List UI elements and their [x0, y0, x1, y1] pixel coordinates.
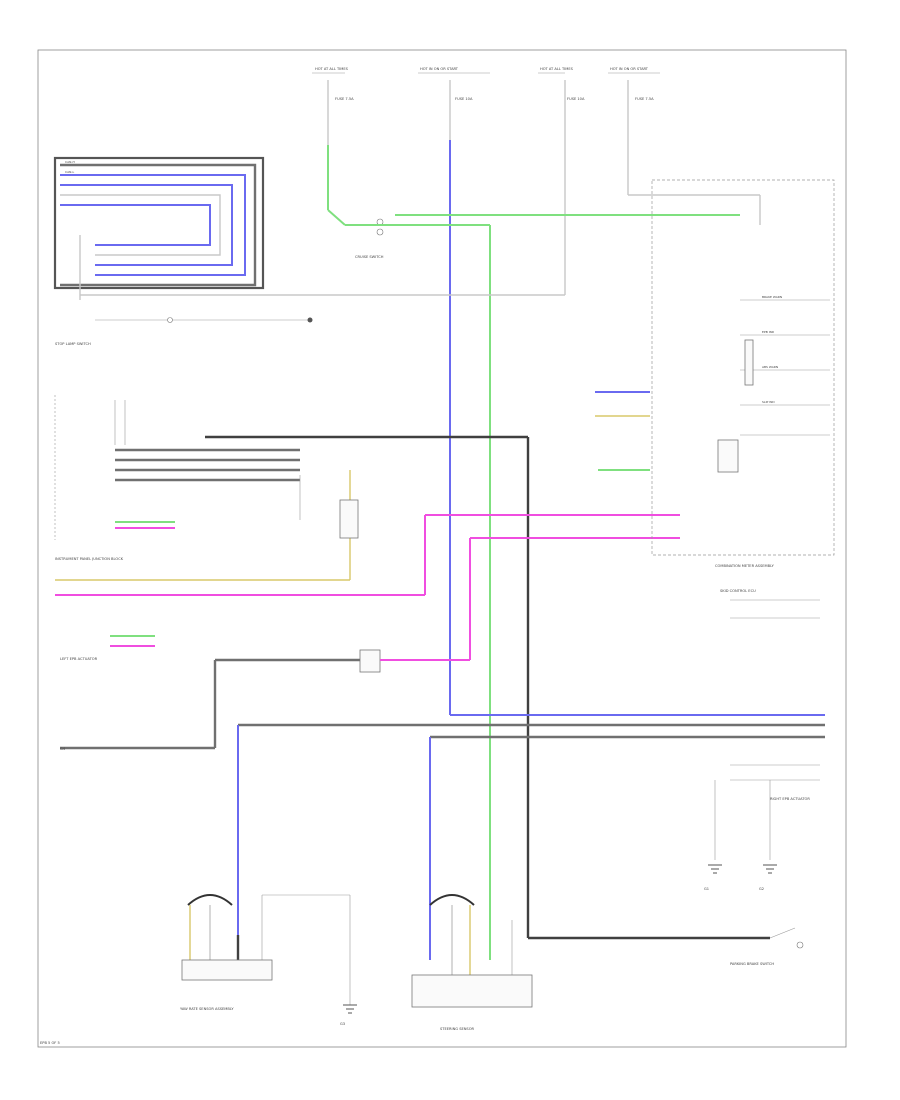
right-epb-actuator: RIGHT EPB ACTUATOR G1 G2: [704, 797, 810, 891]
combination-meter: COMBINATION METER ASSEMBLY BRAKE WARN EP…: [651, 179, 835, 568]
abs-warn-label: ABS WARN: [762, 365, 778, 369]
steering-sensor-label: STEERING SENSOR: [440, 1027, 475, 1031]
can-high-label: CAN-H: [65, 160, 75, 164]
ground-label-1: G1: [704, 887, 709, 891]
can-low-label: CAN-L: [65, 170, 74, 174]
cruise-switch: CRUISE SWITCH: [355, 218, 384, 259]
skid-control-ecu-label: SKID CONTROL ECU: [720, 589, 756, 593]
fuse-label-c: FUSE 10A: [567, 97, 585, 101]
yaw-rate-sensor: G3 YAW RATE SENSOR ASSEMBLY: [180, 894, 357, 1026]
instrument-panel-label: INSTRUMENT PANEL JUNCTION BLOCK: [55, 557, 124, 561]
parking-brake-switch-label: PARKING BRAKE SWITCH: [730, 962, 774, 966]
stop-lamp-switch: STOP LAMP SWITCH: [55, 317, 313, 346]
skid-control-ecu: SKID CONTROL ECU: [720, 589, 820, 619]
fuse-label-a: FUSE 7.5A: [335, 97, 354, 101]
ground-label-4: G4: [60, 747, 66, 751]
brake-warn-label: BRAKE WARN: [762, 295, 782, 299]
yaw-rate-sensor-label: YAW RATE SENSOR ASSEMBLY: [180, 1007, 234, 1011]
fuse-label-d: FUSE 7.5A: [635, 97, 654, 101]
left-epb-actuator: LEFT EPB ACTUATOR: [60, 635, 155, 661]
left-epb-actuator-label: LEFT EPB ACTUATOR: [60, 657, 98, 661]
footer-code: EPB 5 OF 5: [40, 1041, 60, 1045]
fuse-label-b: FUSE 10A: [455, 97, 473, 101]
right-epb-actuator-label: RIGHT EPB ACTUATOR: [770, 797, 810, 801]
steering-sensor: STEERING SENSOR: [411, 894, 533, 1031]
fuse-feed-label-3: HOT AT ALL TIMES: [540, 67, 574, 71]
fuse-feed-label-1: HOT AT ALL TIMES: [315, 67, 349, 71]
epb-ind-label: EPB IND: [762, 330, 775, 334]
diagram-frame: [37, 49, 847, 1048]
slip-ind-label: SLIP IND: [762, 400, 775, 404]
fuse-feed-label-4: HOT IN ON OR START: [610, 67, 649, 71]
ground-label-3: G3: [340, 1022, 345, 1026]
stop-lamp-switch-label: STOP LAMP SWITCH: [55, 342, 91, 346]
cruise-switch-label: CRUISE SWITCH: [355, 255, 384, 259]
instrument-panel-block: INSTRUMENT PANEL JUNCTION BLOCK: [54, 395, 126, 561]
fuse-feed-label-2: HOT IN ON OR START: [420, 67, 459, 71]
parking-brake-switch: PARKING BRAKE SWITCH: [730, 927, 804, 966]
ground-label-2: G2: [759, 887, 764, 891]
combination-meter-label: COMBINATION METER ASSEMBLY: [715, 564, 775, 568]
top-fuse-group: HOT AT ALL TIMES HOT IN ON OR START HOT …: [312, 67, 660, 101]
can-bus-box: CAN-H CAN-L: [53, 156, 265, 290]
